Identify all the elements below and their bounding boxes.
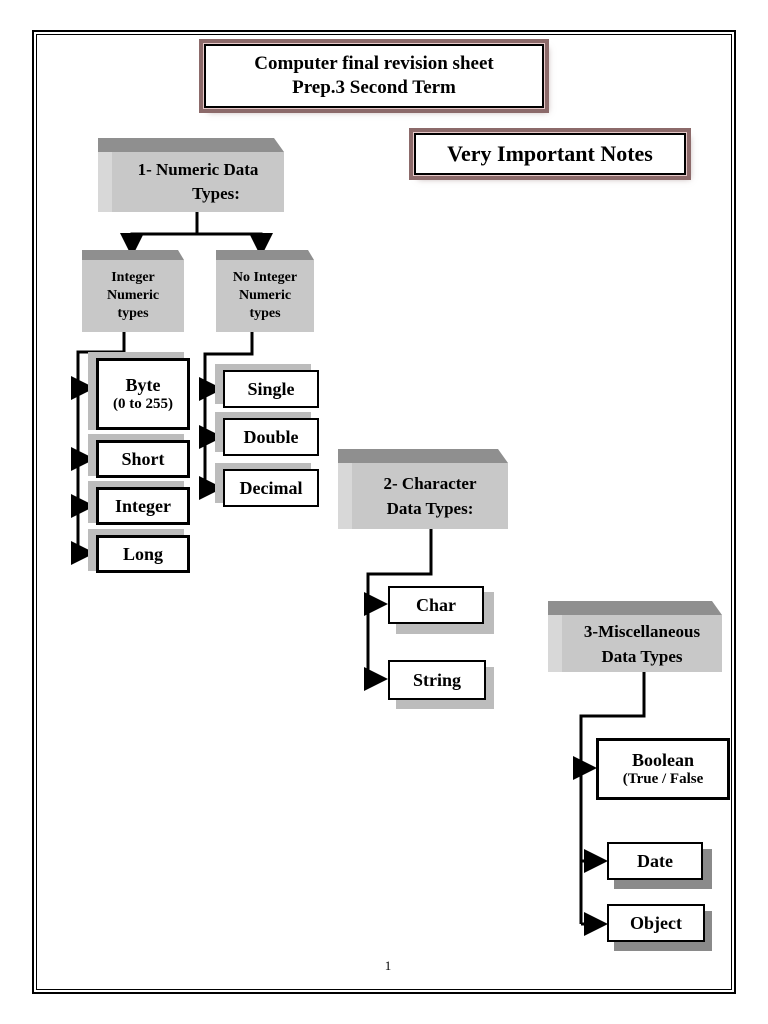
nointeger-types-block: No Integer Numeric types [216, 250, 314, 332]
integer-box: Integer [96, 487, 190, 525]
char-box: Char [388, 586, 484, 624]
string-box: String [388, 660, 486, 700]
object-label: Object [630, 912, 682, 933]
object-box: Object [607, 904, 705, 942]
nointeger-label-line-1: No Integer [232, 270, 298, 285]
integer-label-line-2: Numeric [106, 288, 160, 303]
string-label: String [412, 669, 461, 690]
single-label: Single [247, 378, 295, 399]
character-label-line-2: Data Types: [386, 499, 474, 518]
byte-box: Byte (0 to 255) [96, 358, 190, 430]
misc-label-line-1: 3-Miscellaneous [583, 621, 701, 641]
title-line-2: Prep.3 Second Term [292, 77, 456, 98]
decimal-label: Decimal [239, 477, 303, 498]
character-types-block: 2- Character Data Types: [338, 449, 508, 529]
byte-range: (0 to 255) [113, 396, 173, 412]
title-line-1: Computer final revision sheet [254, 53, 494, 74]
integer-types-block: Integer Numeric types [82, 250, 184, 332]
date-box: Date [607, 842, 703, 880]
char-label: Char [416, 594, 456, 615]
date-label: Date [637, 850, 673, 871]
boolean-box: Boolean (True / False [596, 738, 730, 800]
nointeger-label-line-3: types [249, 306, 281, 321]
short-box: Short [96, 440, 190, 478]
integer-label: Integer [115, 495, 171, 516]
integer-label-line-3: types [117, 306, 149, 321]
page-border-outer [32, 30, 736, 994]
double-label: Double [243, 426, 299, 447]
long-label: Long [122, 543, 164, 564]
single-box: Single [223, 370, 319, 408]
page-border-inner [36, 34, 732, 990]
short-label: Short [121, 448, 165, 469]
numeric-label-line-2: Types: [192, 184, 240, 203]
numeric-types-block: 1- Numeric Data Types: [98, 138, 284, 212]
nointeger-label-line-2: Numeric [238, 288, 292, 303]
boolean-values: (True / False [622, 771, 704, 787]
notes-box: Very Important Notes [414, 133, 686, 175]
notes-label: Very Important Notes [447, 141, 653, 166]
page-number: 1 [384, 958, 392, 973]
misc-label-line-2: Data Types [601, 646, 683, 666]
boolean-label: Boolean [631, 750, 694, 770]
misc-types-block: 3-Miscellaneous Data Types [548, 601, 722, 672]
byte-label: Byte [125, 375, 161, 395]
title-box: Computer final revision sheet Prep.3 Sec… [204, 44, 544, 108]
integer-label-line-1: Integer [111, 270, 155, 285]
decimal-box: Decimal [223, 469, 319, 507]
character-label-line-1: 2- Character [383, 474, 477, 493]
numeric-label-line-1: 1- Numeric Data [137, 160, 259, 179]
double-box: Double [223, 418, 319, 456]
long-box: Long [96, 535, 190, 573]
